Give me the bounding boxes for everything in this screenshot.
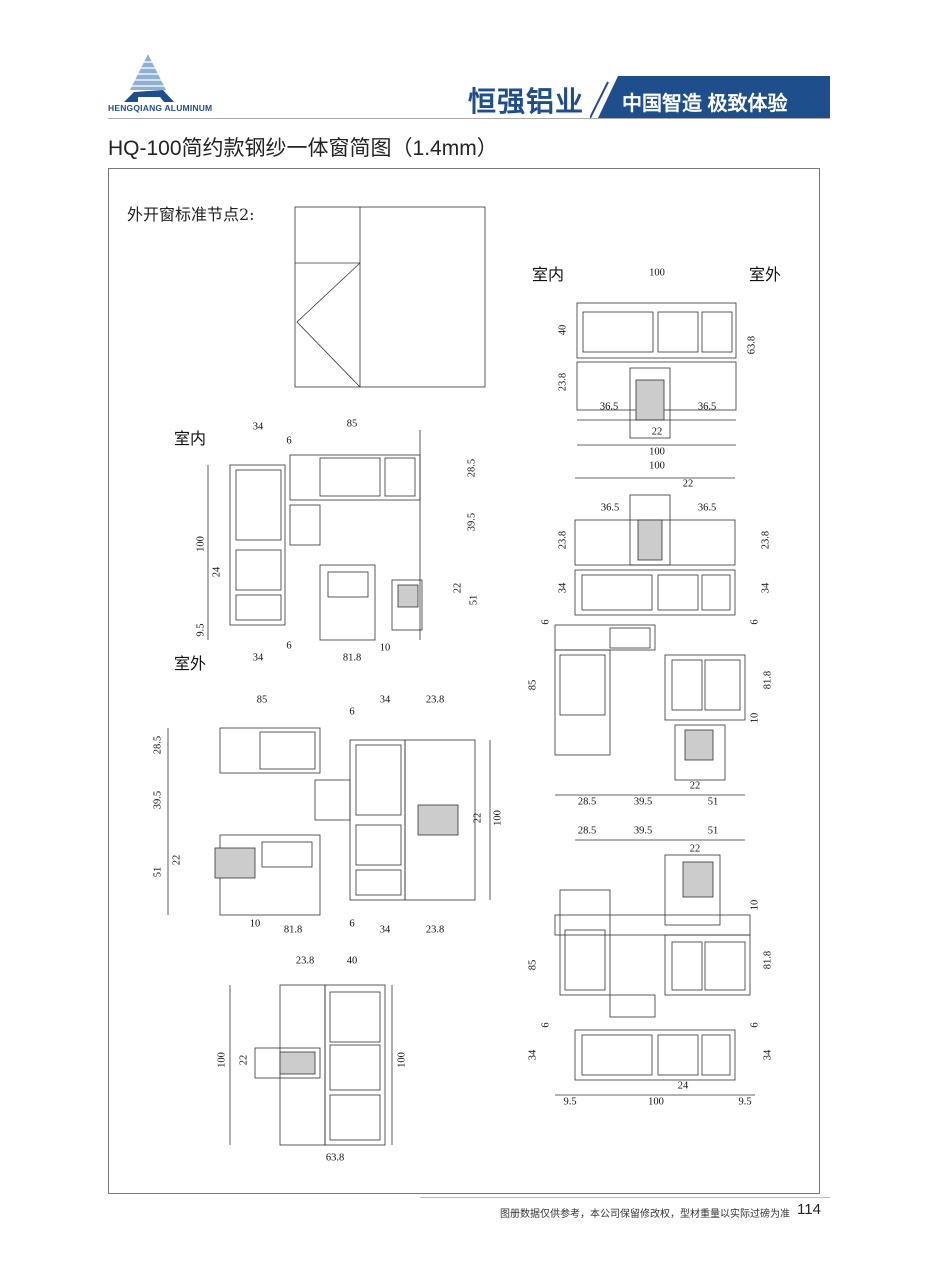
slogan: 中国智造 极致体验 — [622, 93, 788, 115]
dimension-label: 85 — [256, 694, 268, 706]
dimension-label: 39.5 — [152, 790, 164, 810]
dimension-label: 40 — [346, 955, 358, 967]
dimension-label: 22 — [682, 478, 694, 490]
dimension-label: 85 — [346, 418, 358, 430]
dimension-label: 23.8 — [557, 372, 569, 392]
dimension-label: 9.5 — [563, 1096, 577, 1108]
drawing-frame — [108, 168, 820, 1194]
dimension-label: 51 — [468, 594, 480, 606]
dimension-label: 51 — [707, 825, 719, 837]
dimension-label: 81.8 — [342, 652, 362, 664]
footer-divider — [420, 1197, 830, 1198]
dimension-label: 24 — [211, 566, 223, 578]
dimension-label: 100 — [492, 810, 504, 826]
dimension-label: 6 — [286, 640, 292, 652]
dimension-label: 22 — [171, 854, 183, 866]
brand-name: 恒强铝业 — [468, 86, 585, 117]
dimension-label: 34 — [379, 924, 391, 936]
dimension-label: 22 — [452, 582, 464, 594]
dimension-label: 36.5 — [599, 401, 619, 413]
dimension-label: 51 — [152, 866, 164, 878]
section-right-middle-profile — [554, 477, 746, 796]
page-title: HQ-100简约款钢纱一体窗简图（1.4mm） — [108, 137, 498, 160]
dimension-label: 39.5 — [633, 796, 653, 808]
dimension-label: 34 — [557, 582, 569, 594]
dimension-label: 36.5 — [697, 401, 717, 413]
dimension-label: 22 — [472, 812, 484, 824]
dimension-label: 23.8 — [425, 694, 445, 706]
section-left-top-profile — [207, 430, 423, 641]
dimension-label: 22 — [238, 1054, 250, 1066]
window-elevation-icon — [294, 206, 486, 388]
dimension-label: 6 — [749, 619, 761, 625]
dimension-label: 39.5 — [466, 512, 478, 532]
dimension-label: 100 — [649, 267, 665, 279]
dimension-label: 22 — [689, 843, 701, 855]
dimension-label: 22 — [651, 426, 663, 438]
dimension-label: 51 — [707, 796, 719, 808]
dimension-label: 34 — [379, 694, 391, 706]
dimension-label: 36.5 — [697, 502, 717, 514]
dimension-label: 10 — [249, 918, 261, 930]
dimension-label: 63.8 — [746, 335, 758, 355]
dimension-label: 23.8 — [295, 955, 315, 967]
dimension-label: 24 — [677, 1080, 689, 1092]
dimension-label: 10 — [379, 642, 391, 654]
hengqiang-logo — [124, 54, 174, 102]
dimension-label: 23.8 — [557, 530, 569, 550]
slogan-banner — [590, 76, 830, 118]
dimension-label: 9.5 — [738, 1096, 752, 1108]
dimension-label: 34 — [252, 652, 264, 664]
dimension-label: 100 — [649, 460, 665, 472]
dimension-label: 22 — [689, 780, 701, 792]
dimension-label: 34 — [527, 1049, 539, 1061]
dimension-label: 23.8 — [425, 924, 445, 936]
dimension-label: 63.8 — [325, 1152, 345, 1164]
dimension-label: 85 — [527, 679, 539, 691]
dimension-label: 81.8 — [762, 950, 774, 970]
dimension-label: 23.8 — [760, 530, 772, 550]
side-label: 室内 — [173, 429, 207, 448]
dimension-label: 85 — [527, 959, 539, 971]
section-left-middle-profile — [167, 727, 491, 916]
header-divider — [108, 118, 830, 119]
dimension-label: 100 — [648, 1096, 664, 1108]
dimension-label: 6 — [286, 435, 292, 447]
dimension-label: 6 — [749, 1022, 761, 1028]
dimension-label: 6 — [540, 1022, 552, 1028]
dimension-label: 28.5 — [152, 735, 164, 755]
dimension-label: 34 — [252, 421, 264, 433]
dimension-label: 100 — [216, 1052, 228, 1068]
dimension-label: 28.5 — [577, 825, 597, 837]
dimension-label: 6 — [540, 619, 552, 625]
dimension-label: 10 — [749, 712, 761, 724]
dimension-label: 81.8 — [762, 670, 774, 690]
dimension-label: 81.8 — [283, 924, 303, 936]
side-label: 室内 — [531, 265, 565, 284]
dimension-label: 28.5 — [577, 796, 597, 808]
node-title: 外开窗标准节点2: — [127, 205, 255, 224]
section-top-right-profile — [576, 302, 737, 446]
logo-text: HENGQIANG ALUMINUM — [108, 103, 213, 113]
side-label: 室外 — [748, 265, 782, 284]
footer-note: 图册数据仅供参考，本公司保留修改权，型材重量以实际过磅为准 — [500, 1209, 790, 1220]
dimension-label: 34 — [762, 1049, 774, 1061]
side-label: 室外 — [173, 654, 207, 673]
dimension-label: 9.5 — [195, 623, 207, 637]
dimension-label: 10 — [749, 899, 761, 911]
dimension-label: 6 — [349, 706, 355, 718]
dimension-label: 100 — [649, 446, 665, 458]
dimension-label: 34 — [760, 582, 772, 594]
dimension-label: 40 — [557, 324, 569, 336]
dimension-label: 100 — [195, 536, 207, 552]
section-left-bottom-profile — [229, 984, 393, 1146]
page-number: 114 — [797, 1201, 821, 1218]
dimension-label: 100 — [396, 1052, 408, 1068]
dimension-label: 39.5 — [633, 825, 653, 837]
section-right-bottom-profile — [554, 839, 755, 1096]
dimension-label: 6 — [349, 918, 355, 930]
dimension-label: 28.5 — [466, 458, 478, 478]
dimension-label: 36.5 — [600, 502, 620, 514]
